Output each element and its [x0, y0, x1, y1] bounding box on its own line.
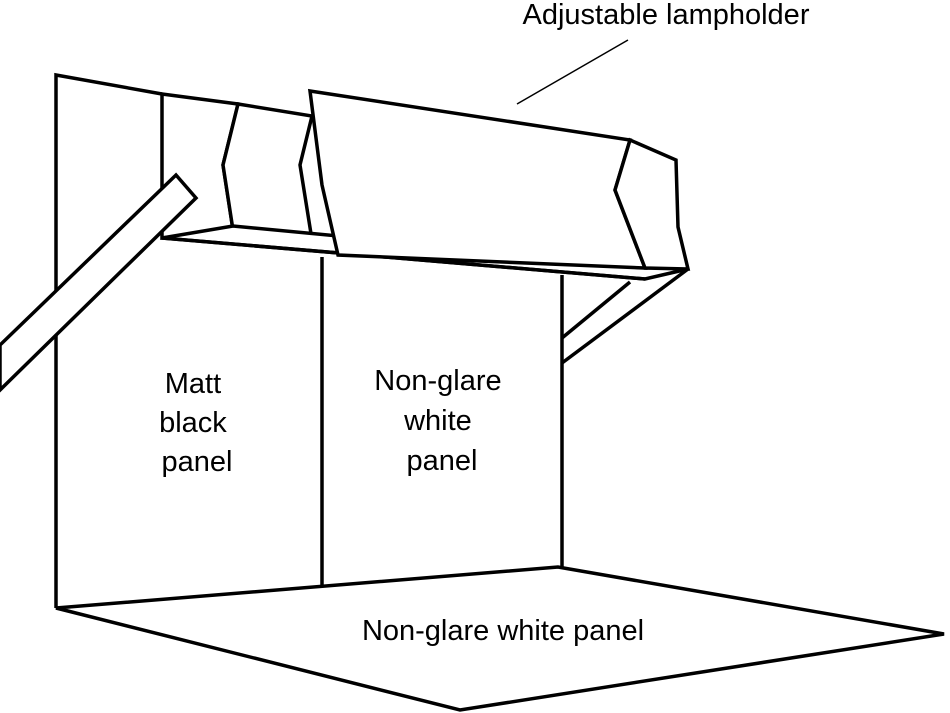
support-bracket-lower — [560, 267, 690, 365]
floor-panel — [55, 565, 945, 712]
white-back-panel-label: Non-glare white panel — [374, 365, 509, 477]
lampholder-label: Adjustable lampholder — [523, 0, 810, 31]
left-wall-outline — [54, 72, 163, 608]
black-panel-label-line-1: Matt — [165, 368, 221, 400]
lamp-arm-tube — [0, 172, 199, 393]
support-bracket-upper — [560, 280, 632, 340]
white-back-panel-label-line-3: panel — [407, 445, 478, 477]
white-back-panel-label-line-2: white — [403, 405, 472, 437]
black-panel-label: Matt black panel — [159, 368, 235, 478]
black-panel-label-line-2: black — [159, 407, 227, 439]
black-panel-label-line-3: panel — [162, 446, 233, 478]
lampholder-leader-line — [516, 39, 629, 105]
white-floor-panel-label: Non-glare white panel — [362, 615, 644, 647]
lampholder-middle-section — [221, 102, 315, 243]
white-back-panel-label-line-1: Non-glare — [374, 365, 501, 397]
lampholder-near-section — [307, 88, 648, 270]
lampholder-end-section — [613, 137, 691, 271]
